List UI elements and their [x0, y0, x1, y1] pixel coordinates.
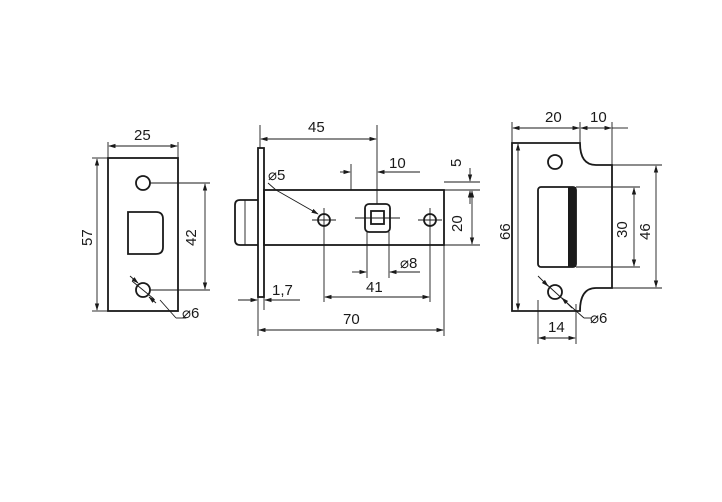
keeper-outer-height-label: 46 — [637, 223, 654, 240]
keeper-hole-offset-label: 14 — [548, 319, 565, 336]
keeper-bottom-hole — [547, 284, 563, 300]
latch-case — [263, 189, 445, 246]
keeper-hole-diameter-label: ⌀6 — [590, 310, 607, 327]
latch-spindle-offset-label: 10 — [389, 155, 406, 172]
keeper-height-label: 66 — [497, 223, 514, 240]
latch-bolt — [234, 199, 258, 246]
latch-body-length-label: 70 — [343, 311, 360, 328]
latch-faceplate-thickness-label: 1,7 — [272, 282, 293, 299]
strike-plate-height-label: 57 — [79, 229, 96, 246]
latch-body-height-label: 20 — [449, 215, 466, 232]
latch-hole-spacing-label: 41 — [366, 279, 383, 296]
keeper-lip-label: 10 — [590, 109, 607, 126]
latch-backset-label: 45 — [308, 119, 325, 136]
latch-small-hole-diameter-label: ⌀5 — [268, 167, 285, 184]
strike-plate-latch-opening — [127, 211, 164, 255]
strike-plate-hole-spacing-label: 42 — [183, 229, 200, 246]
strike-plate-width-label: 25 — [134, 127, 151, 144]
strike-plate-top-hole — [135, 175, 151, 191]
keeper-view: 20 10 66 30 46 14 ⌀6 — [497, 109, 662, 344]
strike-plate-outline — [107, 157, 179, 312]
latch-spindle-square — [370, 210, 385, 225]
latch-spindle-diameter-label: ⌀8 — [400, 255, 417, 272]
keeper-width-label: 20 — [545, 109, 562, 126]
keeper-opening-label: 30 — [614, 221, 631, 238]
strike-plate-hole-diameter-label: ⌀6 — [182, 305, 199, 322]
latch-offset-top-label: 5 — [448, 159, 465, 167]
strike-plate-view: 25 57 42 ⌀6 — [79, 127, 210, 322]
keeper-top-hole — [547, 154, 563, 170]
latch-body-view: 45 10 5 20 ⌀5 ⌀8 41 — [234, 119, 480, 336]
